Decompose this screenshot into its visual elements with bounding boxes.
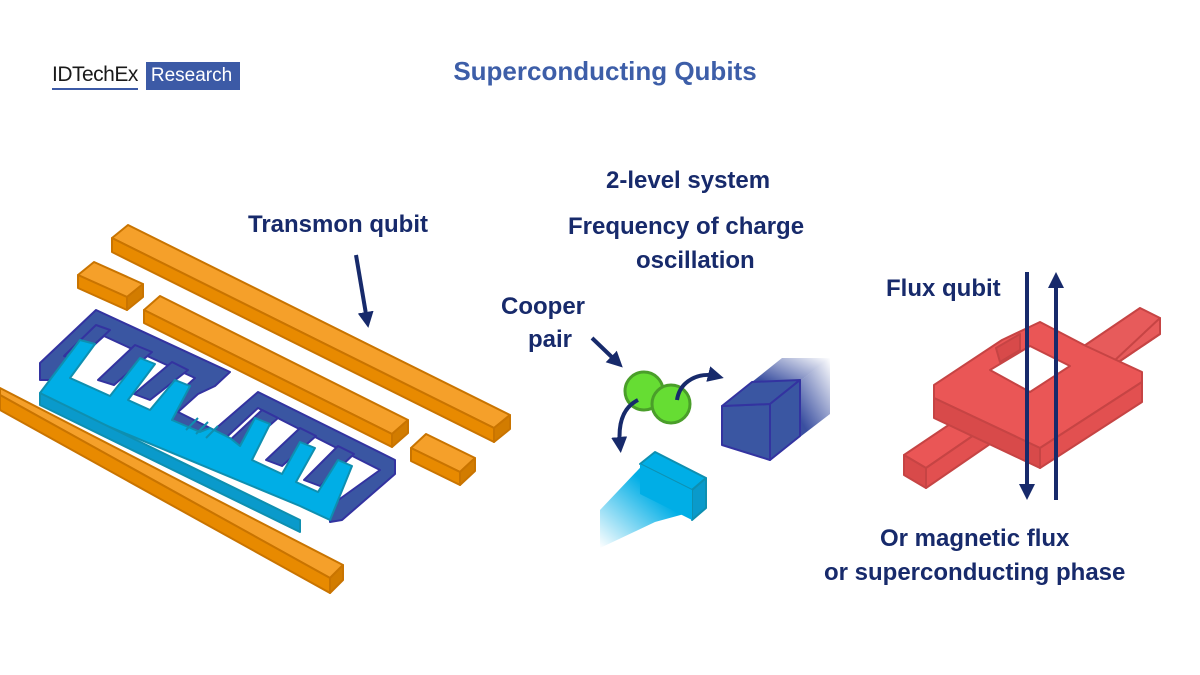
page-title: Superconducting Qubits: [453, 56, 757, 86]
light-blue-electrode: [39, 339, 353, 533]
light-blue-electrode-block: [600, 451, 707, 548]
idtechex-logo: IDTechEx Research: [52, 62, 241, 90]
tunnel-arrow-left: [611, 398, 640, 453]
cooper-pair-arrow: [590, 336, 623, 368]
resonator-block-right: [410, 433, 476, 486]
frequency-label-line2: oscillation: [636, 247, 755, 274]
frequency-label-line1: Frequency of charge: [568, 213, 805, 240]
cooper-label-line2: pair: [528, 326, 573, 353]
transmon-label: Transmon qubit: [248, 211, 428, 238]
logo-tag: Research: [145, 62, 241, 90]
electron-2: [650, 383, 692, 425]
resonator-bar-top: [111, 224, 511, 443]
two-level-label: 2-level system: [606, 167, 771, 194]
josephson-junction: [185, 417, 219, 439]
logo-brand: IDTechEx: [52, 63, 138, 90]
resonator-bar-middle: [143, 295, 409, 448]
transmon-diagram: [0, 224, 511, 594]
cooper-pair: [623, 370, 692, 425]
cooper-label-line1: Cooper: [501, 293, 585, 320]
flux-qubit-loop: [903, 307, 1161, 489]
tunnel-arrow-right: [675, 366, 724, 401]
resonator-block-left: [77, 261, 144, 311]
dark-blue-electrode-block: [721, 358, 830, 461]
flux-label: Flux qubit: [886, 275, 1001, 302]
resonator-bar-bottom: [0, 387, 344, 594]
magnetic-label-line2: or superconducting phase: [824, 559, 1126, 586]
transmon-capacitor: [39, 309, 396, 533]
magnetic-label-line1: Or magnetic flux: [880, 525, 1070, 552]
transmon-arrow: [354, 254, 374, 328]
